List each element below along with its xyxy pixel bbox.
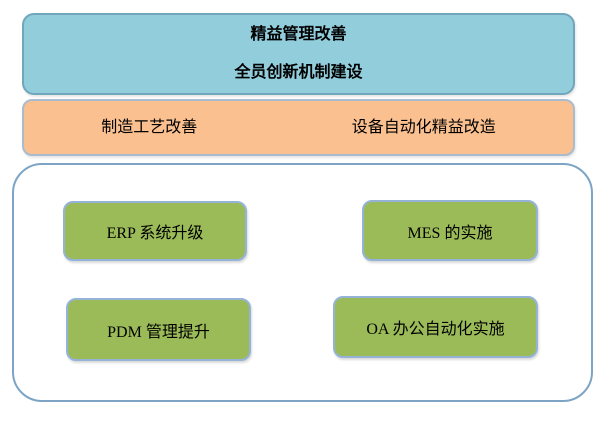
system-box-mes-label: MES 的实施 xyxy=(407,224,493,242)
process-improvement-bar: 制造工艺改善 设备自动化精益改造 xyxy=(22,99,575,156)
system-box-pdm: PDM 管理提升 xyxy=(66,298,251,361)
system-box-mes: MES 的实施 xyxy=(362,200,538,261)
system-box-erp: ERP 系统升级 xyxy=(63,201,247,261)
system-box-oa: OA 办公自动化实施 xyxy=(333,296,538,358)
system-box-pdm-label: PDM 管理提升 xyxy=(107,323,210,341)
system-box-oa-label: OA 办公自动化实施 xyxy=(366,321,505,338)
system-box-erp-label: ERP 系统升级 xyxy=(106,225,204,242)
lean-management-header-box: 精益管理改善 全员创新机制建设 xyxy=(22,13,575,95)
process-label-right: 设备自动化精益改造 xyxy=(351,118,496,136)
systems-container xyxy=(12,163,593,402)
process-label-left: 制造工艺改善 xyxy=(101,118,198,136)
header-line-1: 精益管理改善 xyxy=(250,26,347,43)
header-line-2: 全员创新机制建设 xyxy=(234,64,363,81)
